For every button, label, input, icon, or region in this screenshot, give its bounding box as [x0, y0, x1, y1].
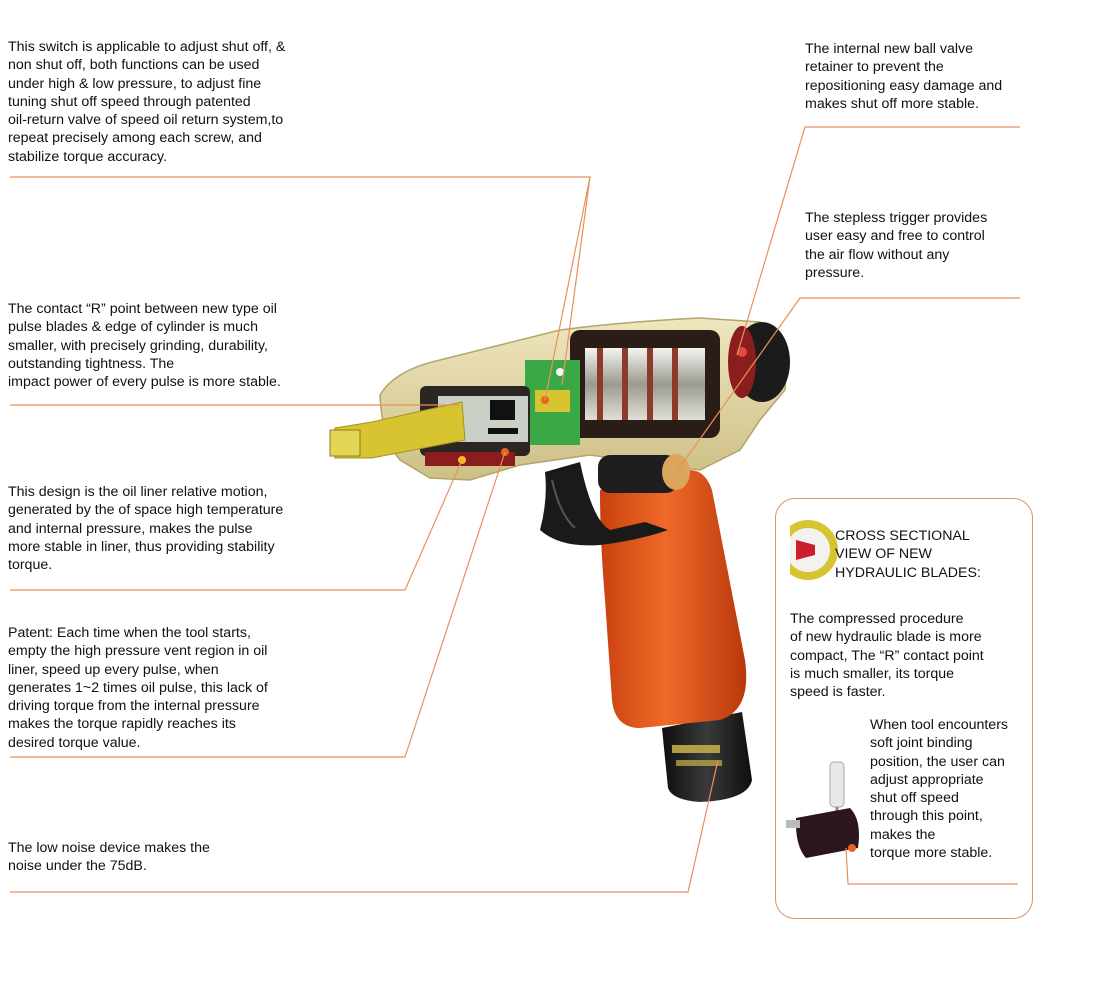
pulse-mechanism	[525, 360, 580, 445]
cross-section-description: The compressed procedure of new hydrauli…	[790, 611, 984, 701]
hydraulic-blade-cross-section-icon	[778, 520, 838, 582]
leader-low-noise	[10, 759, 719, 893]
adjustment-screw-icon	[786, 761, 859, 858]
leader-oil-liner	[10, 459, 463, 591]
leader-shutoff-switch-b	[561, 176, 591, 386]
note-patent: Patent: Each time when the tool starts, …	[8, 625, 268, 751]
note-oil-liner: This design is the oil liner relative mo…	[8, 484, 284, 574]
anvil-and-blade	[329, 386, 530, 466]
motor-section	[570, 322, 790, 438]
leader-trigger	[677, 297, 1020, 471]
note-low-noise: The low noise device makes the noise und…	[8, 840, 210, 875]
leader-ball-valve	[736, 126, 1020, 356]
note-shutoff-switch: This switch is applicable to adjust shut…	[8, 39, 286, 165]
leader-adjust-point	[845, 847, 1018, 885]
adjustment-note: When tool encounters soft joint binding …	[870, 717, 1009, 862]
trigger	[540, 462, 668, 546]
cross-section-title: CROSS SECTIONAL VIEW OF NEW HYDRAULIC BL…	[835, 528, 981, 581]
note-ball-valve: The internal new ball valve retainer to …	[805, 41, 1003, 112]
leader-patent	[10, 451, 506, 758]
note-stepless-trigger: The stepless trigger provides user easy …	[805, 210, 988, 281]
cross-section-callout-box	[775, 498, 1033, 919]
handle-end-cap	[662, 712, 752, 802]
note-r-contact-point: The contact “R” point between new type o…	[8, 301, 281, 391]
